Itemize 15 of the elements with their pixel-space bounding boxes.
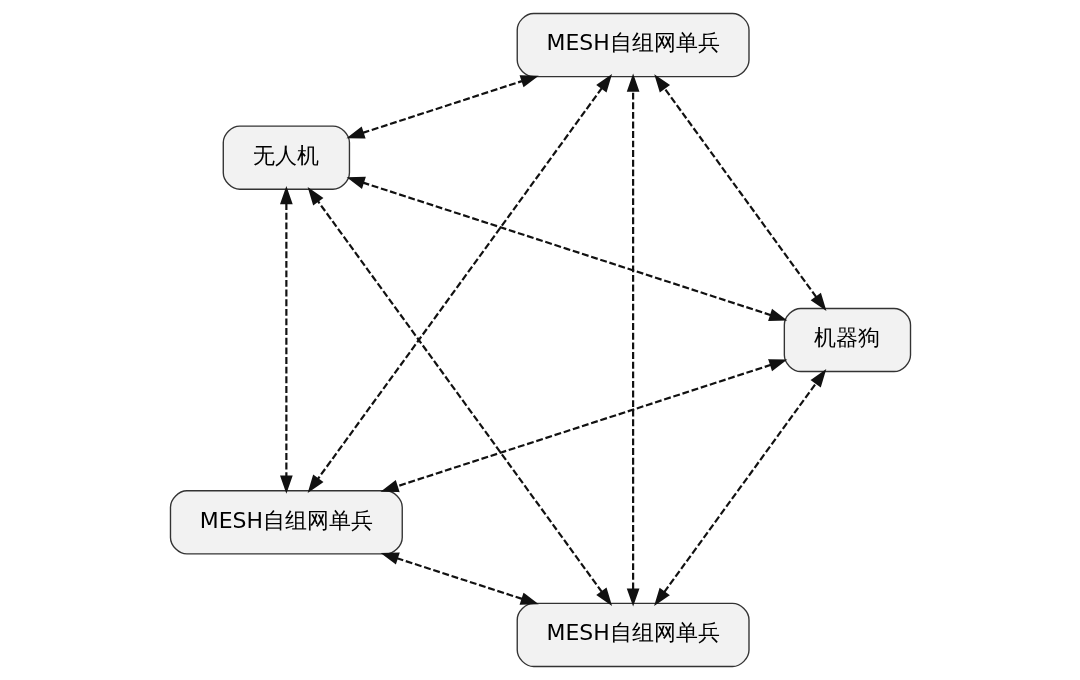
arrow bbox=[279, 186, 293, 494]
arrow bbox=[380, 359, 787, 493]
arrow bbox=[626, 73, 639, 607]
arrow bbox=[307, 74, 612, 493]
arrow bbox=[380, 552, 539, 605]
node-box: 无人机 bbox=[222, 125, 350, 190]
node-box: MESH自组网单兵 bbox=[169, 490, 403, 555]
arrow bbox=[653, 369, 826, 607]
node-box: MESH自组网单兵 bbox=[516, 602, 750, 668]
arrow bbox=[307, 187, 612, 606]
node-box: MESH自组网单兵 bbox=[516, 12, 750, 78]
arrow bbox=[653, 74, 826, 312]
arrow bbox=[346, 176, 787, 321]
arrow bbox=[345, 75, 539, 139]
node-box: 机器狗 bbox=[783, 307, 911, 373]
